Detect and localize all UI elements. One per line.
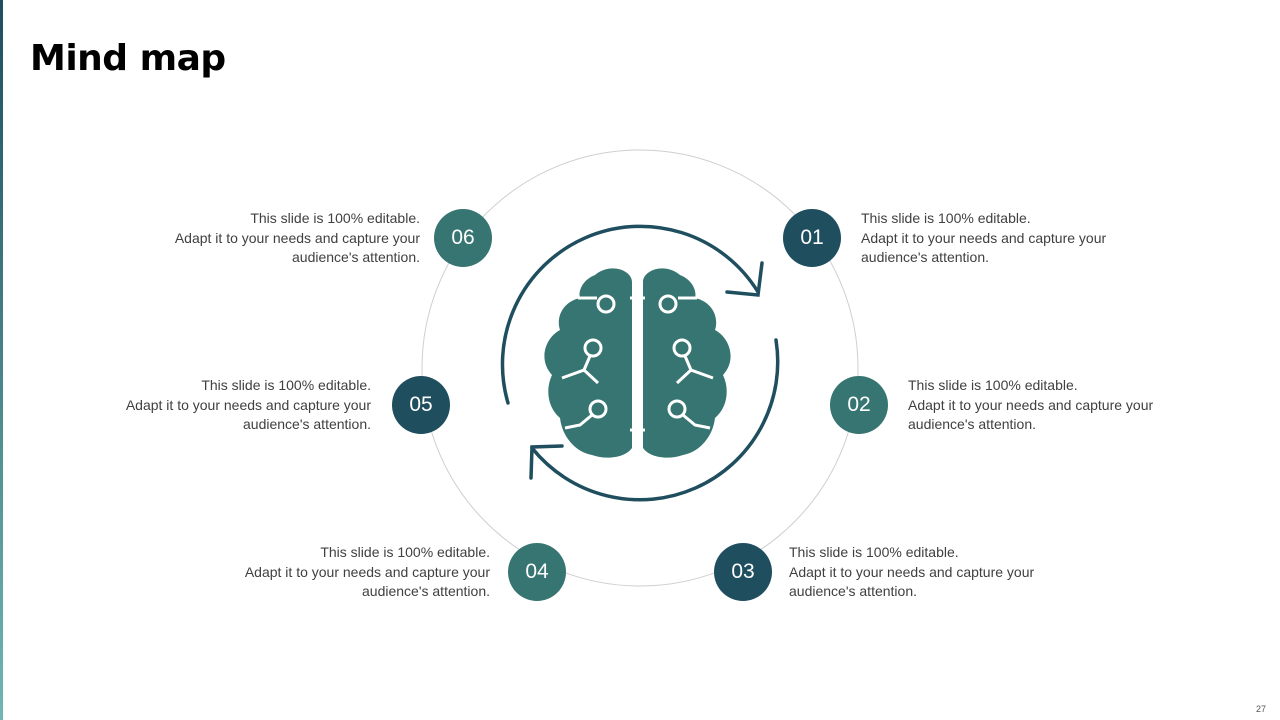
node-03: 03 [714, 543, 772, 601]
text-04: This slide is 100% editable. Adapt it to… [200, 543, 490, 602]
text-line: Adapt it to your needs and capture your [861, 229, 1107, 246]
text-line: audience's attention. [243, 416, 371, 432]
text-line: This slide is 100% editable. [861, 210, 1031, 226]
text-line: audience's attention. [908, 416, 1036, 432]
text-line: Adapt it to your needs and capture your [174, 229, 420, 246]
text-line: audience's attention. [362, 583, 490, 599]
connector-ring [421, 149, 859, 587]
node-05: 05 [392, 376, 450, 434]
text-line: This slide is 100% editable. [789, 544, 959, 560]
text-line: This slide is 100% editable. [320, 544, 490, 560]
text-line: audience's attention. [789, 583, 917, 599]
text-line: Adapt it to your needs and capture your [908, 396, 1154, 413]
text-line: This slide is 100% editable. [201, 377, 371, 393]
text-line: audience's attention. [292, 249, 420, 265]
page-number: 27 [1255, 704, 1266, 714]
text-line: This slide is 100% editable. [250, 210, 420, 226]
text-03: This slide is 100% editable. Adapt it to… [789, 543, 1079, 602]
text-01: This slide is 100% editable. Adapt it to… [861, 209, 1151, 268]
text-02: This slide is 100% editable. Adapt it to… [908, 376, 1198, 435]
text-05: This slide is 100% editable. Adapt it to… [81, 376, 371, 435]
node-02: 02 [830, 376, 888, 434]
cycle-arrows-icon [500, 224, 780, 502]
text-line: This slide is 100% editable. [908, 377, 1078, 393]
text-line: Adapt it to your needs and capture your [125, 396, 371, 413]
text-line: Adapt it to your needs and capture your [244, 563, 490, 580]
text-line: Adapt it to your needs and capture your [789, 563, 1035, 580]
node-01: 01 [783, 209, 841, 267]
accent-strip [0, 0, 3, 720]
node-04: 04 [508, 543, 566, 601]
node-06: 06 [434, 209, 492, 267]
text-line: audience's attention. [861, 249, 989, 265]
page-title: Mind map [30, 38, 226, 79]
text-06: This slide is 100% editable. Adapt it to… [130, 209, 420, 268]
brain-icon [544, 268, 731, 458]
